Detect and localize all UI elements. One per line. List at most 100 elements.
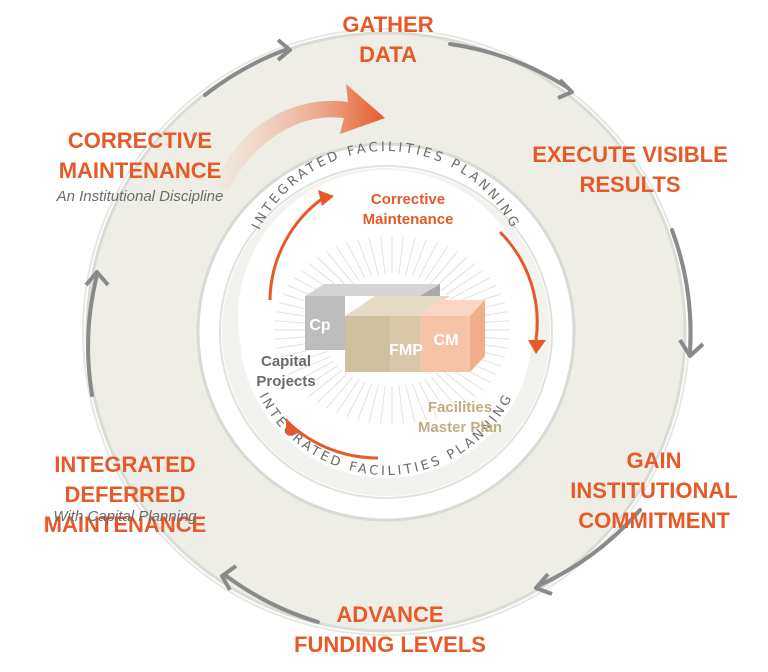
inner-fmp-line2: Master Plan bbox=[417, 419, 503, 436]
inner-corrective-line2: Maintenance bbox=[362, 211, 454, 228]
burst-ray bbox=[436, 256, 468, 288]
cm-block-front bbox=[420, 316, 470, 372]
burst-ray bbox=[357, 383, 373, 421]
burst-ray bbox=[441, 369, 476, 398]
inner-arrowheads bbox=[286, 190, 546, 436]
burst-ray bbox=[316, 256, 348, 288]
burst-ray bbox=[405, 384, 416, 423]
step-gain-institutional-commitment: GAIN INSTITUTIONAL COMMITMENT bbox=[540, 446, 768, 536]
cp-block-front bbox=[305, 296, 345, 350]
fmp-block-front-right bbox=[390, 316, 420, 372]
burst-ray bbox=[368, 384, 379, 423]
arrowhead-icon bbox=[534, 572, 553, 596]
burst-ray bbox=[430, 376, 458, 409]
burst-ray bbox=[411, 239, 427, 277]
burst-ray bbox=[326, 251, 354, 284]
inner-fmp-line1: Facilities bbox=[427, 399, 493, 416]
cm-block-side bbox=[470, 300, 485, 372]
inner-facilities-master-plan: Facilities Master Plan bbox=[400, 398, 520, 438]
burst-ray bbox=[411, 383, 427, 421]
burst-ray bbox=[308, 369, 343, 398]
step-integrated-line1: INTEGRATED DEFERRED bbox=[54, 452, 196, 507]
outer-arrowheads bbox=[84, 38, 705, 596]
fmp-block-label: FMP bbox=[389, 342, 423, 359]
inner-corrective-line1: Corrective bbox=[370, 191, 446, 208]
step-gain-line1: GAIN INSTITUTIONAL bbox=[570, 448, 738, 503]
burst-ray bbox=[424, 246, 449, 281]
arrow-segment-gain-to-advance bbox=[538, 508, 642, 587]
corrective-entry-arrow bbox=[215, 84, 385, 190]
fmp-block-top bbox=[345, 296, 450, 316]
step-advance-funding-levels: ADVANCE FUNDING LEVELS bbox=[290, 600, 490, 660]
arrow-segment-execute-to-gain bbox=[670, 228, 693, 354]
step-integrated-subtitle: With Capital Planning bbox=[53, 508, 197, 525]
cp-block-top bbox=[305, 284, 440, 296]
burst-ray bbox=[357, 239, 373, 277]
burst-ray bbox=[436, 372, 468, 404]
arrowhead-icon bbox=[84, 270, 110, 287]
burst-ray bbox=[449, 277, 491, 300]
arrowhead-icon bbox=[528, 340, 546, 354]
burst-ray bbox=[346, 242, 366, 279]
arrow-segment-integrated-to-corrective bbox=[86, 273, 99, 397]
arrow-segment-advance-to-integrated bbox=[223, 573, 320, 624]
arrowhead-icon bbox=[286, 418, 300, 436]
step-corrective-maintenance: CORRECTIVE MAINTENANCE bbox=[50, 126, 230, 186]
step-gather-line2: DATA bbox=[359, 42, 417, 67]
center-blocks: Cp FMP CM bbox=[305, 284, 485, 372]
burst-ray bbox=[316, 372, 348, 404]
arrowhead-icon bbox=[318, 190, 334, 206]
burst-ray bbox=[398, 235, 405, 275]
step-integrated-deferred-maintenance: INTEGRATED DEFERRED MAINTENANCE bbox=[0, 450, 250, 540]
burst-ray bbox=[300, 365, 339, 391]
burst-ray bbox=[445, 269, 484, 295]
cm-block-label: CM bbox=[434, 332, 459, 349]
burst-ray bbox=[418, 381, 438, 418]
burst-ray bbox=[424, 379, 449, 414]
burst-ray bbox=[282, 350, 328, 367]
burst-ray bbox=[287, 355, 331, 375]
outer-ring bbox=[82, 28, 690, 636]
inner-capital-line1: Capital bbox=[260, 353, 311, 370]
inner-corrective-maintenance: Corrective Maintenance bbox=[340, 190, 476, 230]
step-execute-line1: EXECUTE VISIBLE bbox=[532, 142, 728, 167]
burst-ray bbox=[368, 237, 379, 276]
inner-capital-projects: Capital Projects bbox=[236, 352, 336, 392]
inner-capital-line2: Projects bbox=[256, 373, 316, 390]
burst-ray bbox=[398, 385, 405, 425]
burst-ray bbox=[430, 251, 458, 284]
burst-ray bbox=[335, 246, 360, 281]
burst-ray bbox=[441, 262, 476, 291]
burst-ray bbox=[379, 235, 386, 275]
step-integrated-line2: MAINTENANCE bbox=[43, 512, 207, 537]
step-corrective-line2: MAINTENANCE bbox=[58, 158, 222, 183]
step-execute-line2: RESULTS bbox=[579, 172, 681, 197]
arrowhead-icon bbox=[220, 564, 238, 591]
burst-ray bbox=[405, 237, 416, 276]
burst-ray bbox=[335, 379, 360, 414]
arrow-segment-corrective-to-gather bbox=[203, 48, 287, 97]
burst-ray bbox=[379, 385, 386, 425]
step-advance-line2: FUNDING LEVELS bbox=[294, 632, 486, 657]
fmp-block-front bbox=[345, 316, 390, 372]
step-gain-line2: COMMITMENT bbox=[578, 508, 730, 533]
step-gather-data: GATHER DATA bbox=[318, 10, 458, 70]
step-corrective-subtitle: An Institutional Discipline bbox=[56, 188, 224, 205]
inner-arrow-left bbox=[268, 194, 327, 301]
arrowhead-icon bbox=[678, 338, 705, 358]
step-advance-line1: ADVANCE bbox=[336, 602, 444, 627]
step-corrective-line1: CORRECTIVE bbox=[67, 128, 213, 153]
outer-cycle-arrows bbox=[86, 42, 693, 624]
burst-ray bbox=[346, 381, 366, 418]
inner-arrow-right bbox=[498, 230, 539, 341]
cm-block-top bbox=[420, 300, 485, 316]
burst-ray bbox=[418, 242, 438, 279]
cp-block-label: Cp bbox=[309, 317, 331, 334]
arrowhead-icon bbox=[276, 38, 292, 62]
arrow-segment-gather-to-execute bbox=[448, 42, 570, 90]
burst-ray bbox=[293, 360, 335, 383]
arrowhead-icon bbox=[557, 78, 574, 100]
step-execute-visible-results: EXECUTE VISIBLE RESULTS bbox=[520, 140, 740, 200]
burst-ray bbox=[326, 376, 354, 409]
